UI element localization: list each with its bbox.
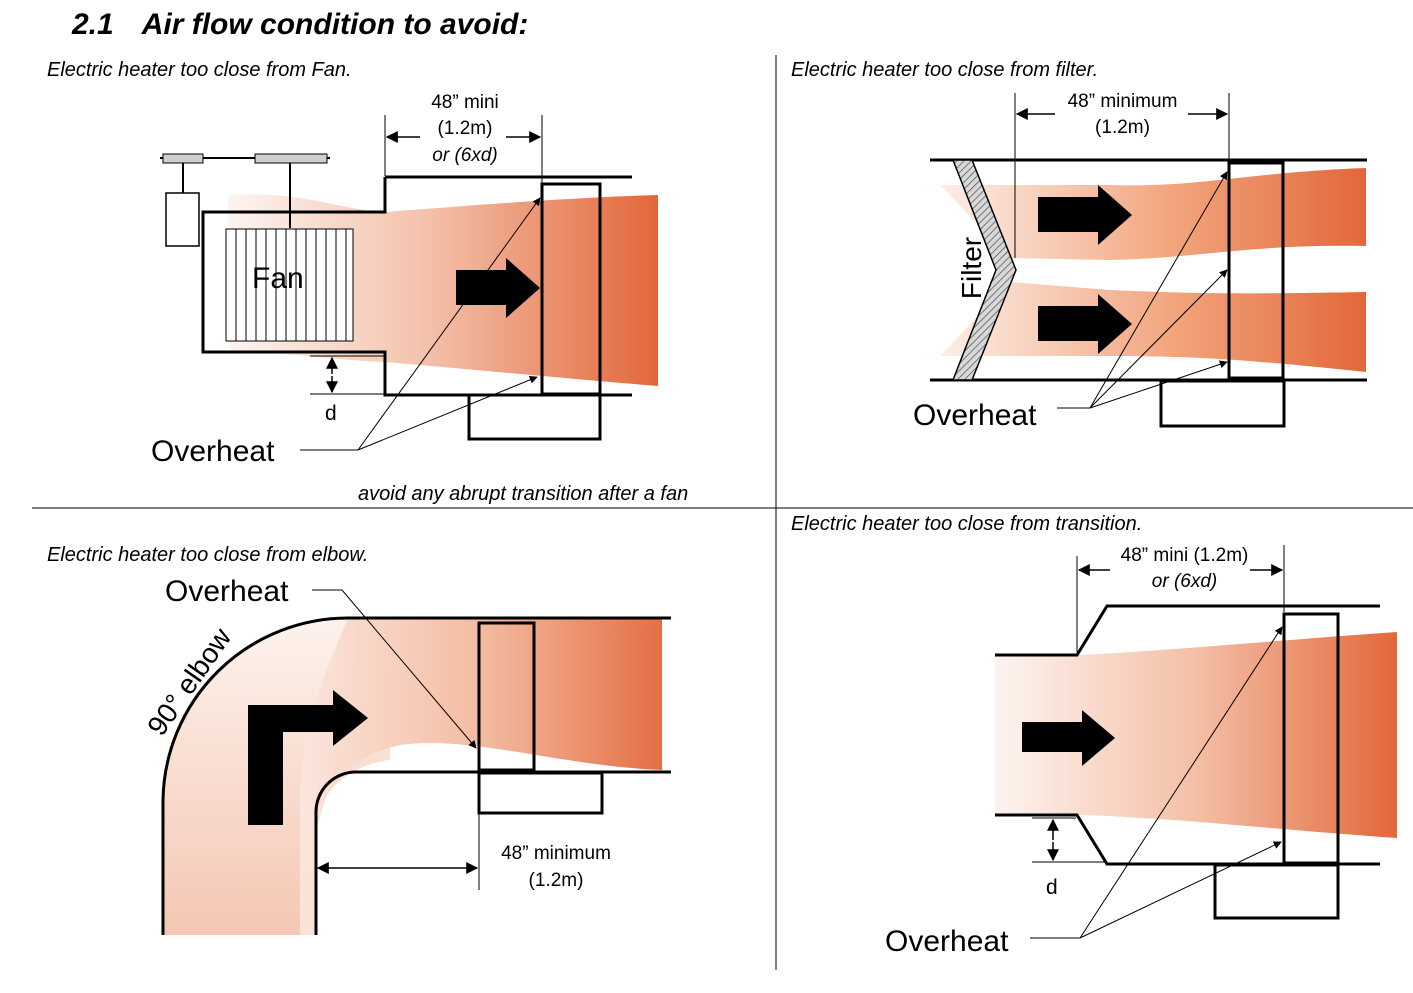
transition-overheat-label: Overheat bbox=[885, 925, 1009, 958]
elbow-dim-line2: (1.2m) bbox=[528, 870, 584, 891]
fan-overheat-leader-bottom bbox=[357, 376, 538, 451]
elbow-overheat-label: Overheat bbox=[165, 575, 289, 608]
filter-overheat-leader-3 bbox=[1089, 360, 1228, 409]
elbow-inner-wall bbox=[314, 770, 671, 935]
fan-wheel bbox=[225, 228, 354, 342]
fan-d-label: d bbox=[325, 402, 337, 425]
section-number: 2.1 bbox=[72, 8, 114, 41]
transition-overheat-leader-bottom bbox=[1079, 841, 1282, 939]
fan-overheat-label: Overheat bbox=[151, 435, 275, 468]
filter-flow-arrow-top bbox=[1038, 185, 1132, 245]
elbow-panel bbox=[161, 589, 671, 935]
filter-overheat-label: Overheat bbox=[913, 399, 1037, 432]
hanger-clamp-right bbox=[254, 153, 328, 164]
elbow-dim-line1: 48” minimum bbox=[501, 843, 611, 864]
elbow-caption: Electric heater too close from elbow. bbox=[47, 544, 369, 566]
filter-airflow-plume-top bbox=[940, 168, 1366, 260]
elbow-heater-control-box bbox=[477, 771, 604, 815]
filter-dim-line1: 48” minimum bbox=[1067, 91, 1178, 112]
fan-panel bbox=[160, 115, 658, 451]
transition-panel bbox=[995, 545, 1397, 939]
transition-dim-line1: 48” mini (1.2m) bbox=[1120, 545, 1249, 566]
filter-label: Filter bbox=[956, 236, 987, 300]
elbow-outer-wall bbox=[161, 616, 671, 935]
filter-overheat-leader-2 bbox=[1089, 269, 1228, 409]
fan-overheat-leader-top bbox=[357, 197, 541, 451]
fan-caption: Electric heater too close from Fan. bbox=[47, 59, 352, 81]
fan-dim-line3: or (6xd) bbox=[432, 145, 498, 166]
transition-overheat-leader-top bbox=[1079, 626, 1283, 939]
elbow-heater-element bbox=[477, 621, 536, 772]
fan-dim-line2: (1.2m) bbox=[437, 118, 493, 139]
transition-heater-control-box bbox=[1213, 863, 1340, 920]
filter-heater-element bbox=[1227, 161, 1285, 380]
transition-airflow-plume bbox=[995, 632, 1397, 838]
filter-caption: Electric heater too close from filter. bbox=[791, 59, 1099, 81]
filter-panel bbox=[930, 93, 1367, 428]
filter-heater-control-box bbox=[1159, 379, 1286, 428]
elbow-airflow-plume bbox=[300, 618, 662, 935]
elbow-overheat-leader bbox=[341, 589, 477, 749]
transition-flow-arrow bbox=[1022, 710, 1115, 766]
fan-motor-box bbox=[165, 192, 200, 247]
fan-note: avoid any abrupt transition after a fan bbox=[358, 483, 689, 505]
transition-heater-element bbox=[1282, 612, 1340, 865]
transition-dim-line2: or (6xd) bbox=[1151, 571, 1218, 592]
filter-flow-arrow-bottom bbox=[1038, 294, 1132, 354]
hanger-clamp-left bbox=[162, 153, 204, 164]
section-heading: Air flow condition to avoid: bbox=[141, 8, 529, 41]
filter-airflow-plume-bottom bbox=[940, 282, 1366, 372]
transition-caption: Electric heater too close from transitio… bbox=[791, 513, 1143, 535]
fan-housing-outline bbox=[201, 175, 632, 397]
fan-flow-arrow bbox=[456, 258, 540, 318]
filter-dim-line2: (1.2m) bbox=[1095, 117, 1150, 138]
elbow-flow-arrow bbox=[248, 690, 368, 825]
fan-label: Fan bbox=[252, 262, 304, 295]
section-title: 2.1 Air flow condition to avoid: bbox=[72, 8, 528, 42]
filter-overheat-leader-1 bbox=[1089, 171, 1228, 409]
transition-duct-top bbox=[995, 604, 1380, 657]
fan-dim-line1: 48” mini bbox=[431, 92, 499, 113]
fan-heater-control-box bbox=[467, 393, 602, 441]
transition-d-label: d bbox=[1046, 876, 1058, 899]
filter-element bbox=[951, 159, 1017, 381]
fan-wheel-blades bbox=[235, 229, 347, 341]
